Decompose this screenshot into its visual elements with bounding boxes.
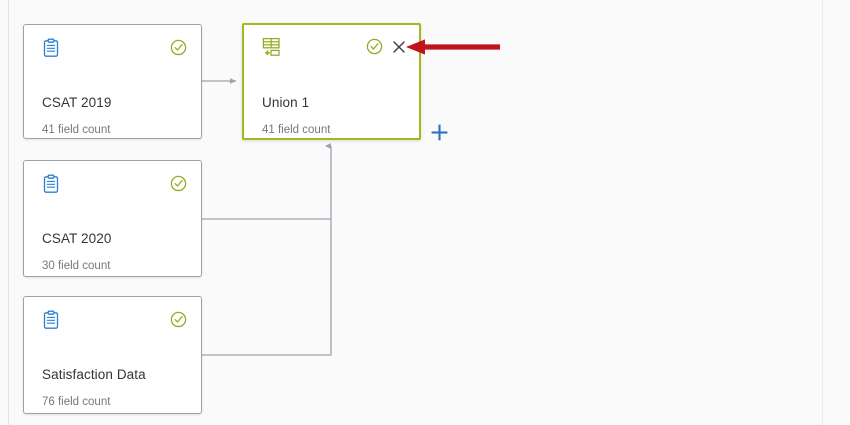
edge-satisfaction-to-union1	[202, 219, 332, 356]
node-field-count: 76 field count	[42, 396, 111, 408]
node-field-count: 41 field count	[262, 124, 331, 136]
node-card-satisfaction-data[interactable]: Satisfaction Data 76 field count	[23, 296, 202, 414]
node-title: Union 1	[262, 95, 310, 110]
check-circle-icon	[170, 39, 187, 56]
card-header	[24, 297, 201, 331]
card-header	[24, 25, 201, 59]
card-header	[244, 25, 419, 59]
node-field-count: 41 field count	[42, 124, 111, 136]
canvas-right-border	[822, 0, 823, 425]
check-circle-icon	[366, 38, 383, 55]
edge-csat2020-to-union1	[202, 143, 332, 220]
clipboard-icon	[41, 310, 61, 330]
card-header	[24, 161, 201, 195]
node-card-union-1[interactable]: Union 1 41 field count	[242, 23, 421, 140]
canvas-left-border	[8, 0, 9, 425]
plus-icon	[431, 124, 448, 141]
node-title: CSAT 2019	[42, 95, 112, 110]
add-step-button[interactable]	[430, 123, 449, 142]
card-actions	[170, 175, 187, 192]
card-actions	[170, 311, 187, 328]
union-table-icon	[262, 37, 282, 57]
clipboard-icon	[41, 174, 61, 194]
node-title: Satisfaction Data	[42, 367, 146, 382]
clipboard-icon	[41, 38, 61, 58]
close-icon[interactable]	[391, 39, 407, 55]
check-circle-icon	[170, 311, 187, 328]
node-card-csat-2020[interactable]: CSAT 2020 30 field count	[23, 160, 202, 277]
check-circle-icon	[170, 175, 187, 192]
node-title: CSAT 2020	[42, 231, 112, 246]
node-field-count: 30 field count	[42, 260, 111, 272]
card-actions	[170, 39, 187, 56]
card-actions	[366, 38, 407, 55]
node-card-csat-2019[interactable]: CSAT 2019 41 field count	[23, 24, 202, 139]
